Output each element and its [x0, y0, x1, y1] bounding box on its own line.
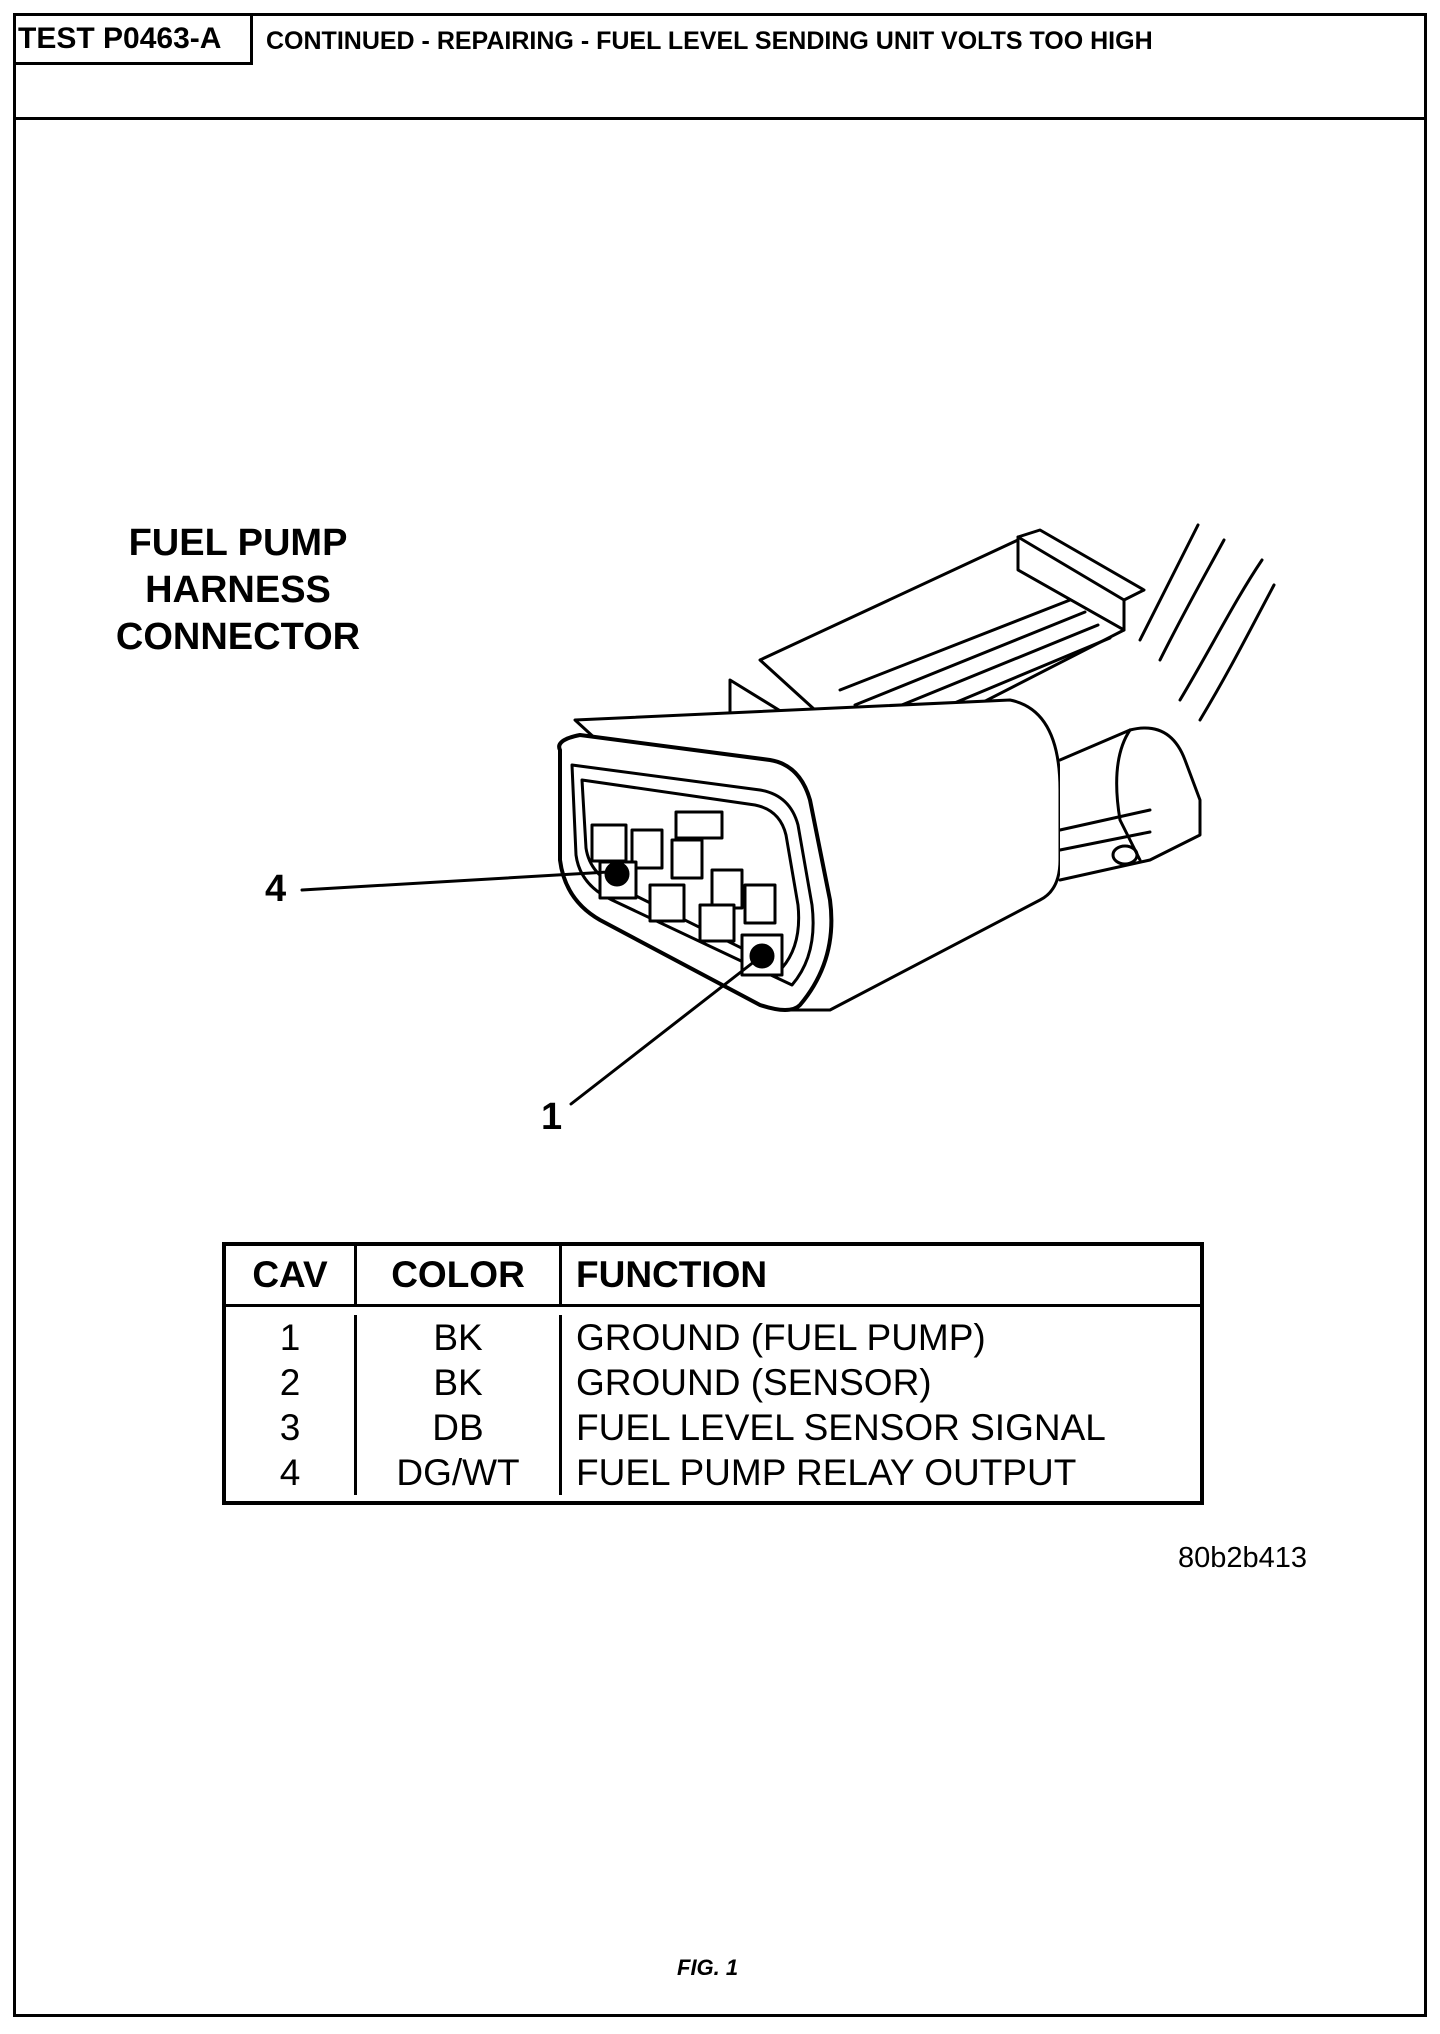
table-header-row: CAV COLOR FUNCTION: [226, 1246, 1200, 1307]
cell-color: DG/WT: [357, 1450, 562, 1495]
leader-line-4: [300, 870, 610, 892]
header-title: CONTINUED - REPAIRING - FUEL LEVEL SENDI…: [266, 27, 1153, 55]
cell-cav: 1: [226, 1315, 357, 1360]
connector-face: [557, 733, 834, 1012]
cell-function: GROUND (SENSOR): [576, 1362, 932, 1403]
figure-caption: FIG. 1: [677, 1955, 739, 1980]
table-row: 4 DG/WT FUEL PUMP RELAY OUTPUT: [226, 1450, 1200, 1495]
page-frame: TEST P0463-A CONTINUED - REPAIRING - FUE…: [13, 13, 1427, 2017]
header-bar: TEST P0463-A CONTINUED - REPAIRING - FUE…: [16, 16, 1424, 120]
cell-color: DB: [357, 1405, 562, 1450]
harness-wires: [1138, 523, 1276, 722]
cell-function: FUEL PUMP RELAY OUTPUT: [576, 1452, 1077, 1493]
cavity-4-pin: [604, 861, 630, 887]
connector-label: FUEL PUMP HARNESS CONNECTOR: [82, 520, 394, 661]
table-body: 1 BK GROUND (FUEL PUMP) 2 BK GROUND (SEN…: [226, 1307, 1200, 1501]
cell-color: BK: [357, 1315, 562, 1360]
table-row: 1 BK GROUND (FUEL PUMP): [226, 1315, 1200, 1360]
header-function: FUNCTION: [576, 1254, 768, 1295]
cell-color: BK: [357, 1360, 562, 1405]
header-color: COLOR: [357, 1246, 562, 1304]
table-row: 2 BK GROUND (SENSOR): [226, 1360, 1200, 1405]
cell-cav: 3: [226, 1405, 357, 1450]
cell-cav: 2: [226, 1360, 357, 1405]
connector-label-line: FUEL PUMP: [128, 522, 348, 564]
cell-function: GROUND (FUEL PUMP): [576, 1317, 986, 1358]
table-row: 3 DB FUEL LEVEL SENSOR SIGNAL: [226, 1405, 1200, 1450]
callout-4: 4: [265, 868, 287, 910]
cell-cav: 4: [226, 1450, 357, 1495]
callout-1: 1: [541, 1096, 563, 1138]
leader-line-1: [569, 959, 757, 1106]
connector-label-line: CONNECTOR: [115, 616, 361, 658]
header-cav: CAV: [226, 1246, 357, 1304]
connector-label-line: HARNESS: [145, 569, 331, 611]
test-id: TEST P0463-A: [16, 16, 253, 65]
image-id: 80b2b413: [1178, 1542, 1308, 1574]
cavity-1-pin: [749, 943, 775, 969]
pin-table: CAV COLOR FUNCTION 1 BK GROUND (FUEL PUM…: [222, 1242, 1204, 1505]
cell-function: FUEL LEVEL SENSOR SIGNAL: [576, 1407, 1106, 1448]
